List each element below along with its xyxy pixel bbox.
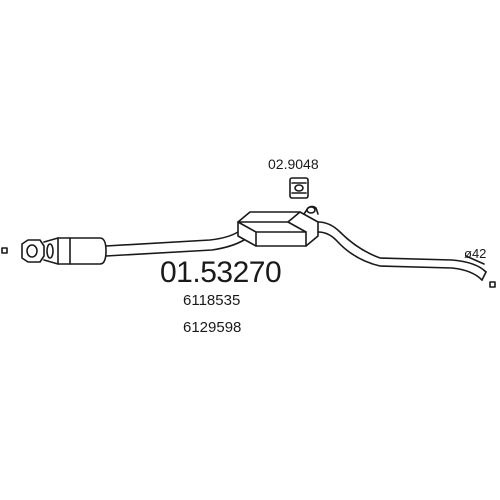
outlet-end-marker: [489, 281, 496, 288]
inlet-end-marker: [1, 247, 8, 254]
silencer-box: [237, 211, 319, 247]
oem-number-2: 6129598: [183, 319, 242, 336]
front-pipe-section: [57, 237, 107, 265]
outlet-diameter-label: ø42: [464, 246, 487, 261]
hanger-part-number: 02.9048: [268, 156, 319, 172]
diameter-leader: [465, 255, 485, 265]
intermediate-pipe: [105, 231, 245, 257]
silencer-hook-eye: [306, 206, 316, 214]
main-part-number: 01.53270: [160, 256, 282, 289]
tail-pipe: [317, 221, 487, 281]
inlet-flange: [21, 237, 59, 265]
oem-number-1: 6118535: [183, 292, 241, 309]
rubber-hanger: [289, 177, 309, 199]
